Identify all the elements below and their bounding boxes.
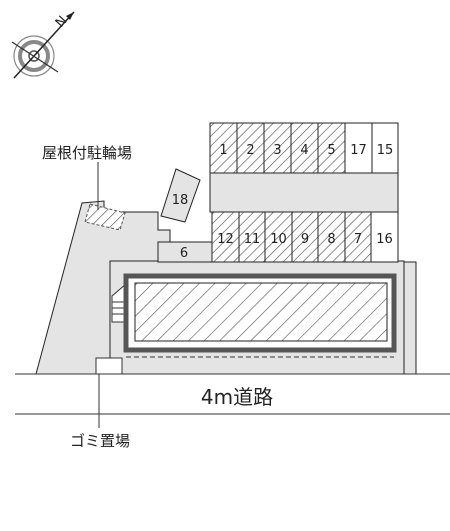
parking-space-16 bbox=[370, 211, 399, 263]
parking-row-top: 1 2 3 4 5 17 15 bbox=[209, 122, 399, 174]
bicycle-parking-label: 屋根付駐輪場 bbox=[42, 144, 132, 162]
parking-space-1 bbox=[209, 122, 238, 174]
parking-space-18 bbox=[160, 168, 201, 223]
parking-label-17: 17 bbox=[350, 143, 367, 158]
parking-label-15: 15 bbox=[377, 143, 394, 158]
parking-label-7: 7 bbox=[354, 232, 362, 247]
parking-space-8 bbox=[317, 211, 346, 263]
parking-label-10: 10 bbox=[270, 232, 287, 247]
north-arrow-compass-icon: N bbox=[11, 11, 75, 79]
parking-label-9: 9 bbox=[301, 232, 309, 247]
parking-label-6: 6 bbox=[180, 246, 188, 261]
garbage-area-label: ゴミ置場 bbox=[70, 432, 130, 450]
building-hatched-core bbox=[134, 282, 388, 342]
bicycle-parking-shelter bbox=[84, 203, 126, 231]
parking-space-15 bbox=[371, 122, 399, 174]
parking-space-11 bbox=[238, 211, 266, 263]
parking-space-3 bbox=[263, 122, 292, 174]
parking-label-3: 3 bbox=[273, 143, 281, 158]
parking-label-2: 2 bbox=[246, 143, 254, 158]
parking-label-4: 4 bbox=[300, 143, 308, 158]
parking-space-4 bbox=[290, 122, 319, 174]
garbage-area bbox=[95, 357, 123, 375]
parking-space-9 bbox=[291, 211, 319, 263]
parking-row-middle: 12 11 10 9 8 7 16 bbox=[211, 211, 399, 263]
parking-label-1: 1 bbox=[219, 143, 227, 158]
parking-space-6 bbox=[157, 241, 213, 263]
parking-space-2 bbox=[236, 122, 265, 174]
upper-parking-area bbox=[209, 172, 399, 213]
parking-label-16: 16 bbox=[376, 232, 393, 247]
parking-label-8: 8 bbox=[327, 232, 335, 247]
parking-label-11: 11 bbox=[244, 232, 261, 247]
parking-label-18: 18 bbox=[172, 193, 189, 208]
parking-label-12: 12 bbox=[217, 232, 234, 247]
parking-label-5: 5 bbox=[327, 143, 335, 158]
road-label: 4m道路 bbox=[201, 385, 273, 409]
